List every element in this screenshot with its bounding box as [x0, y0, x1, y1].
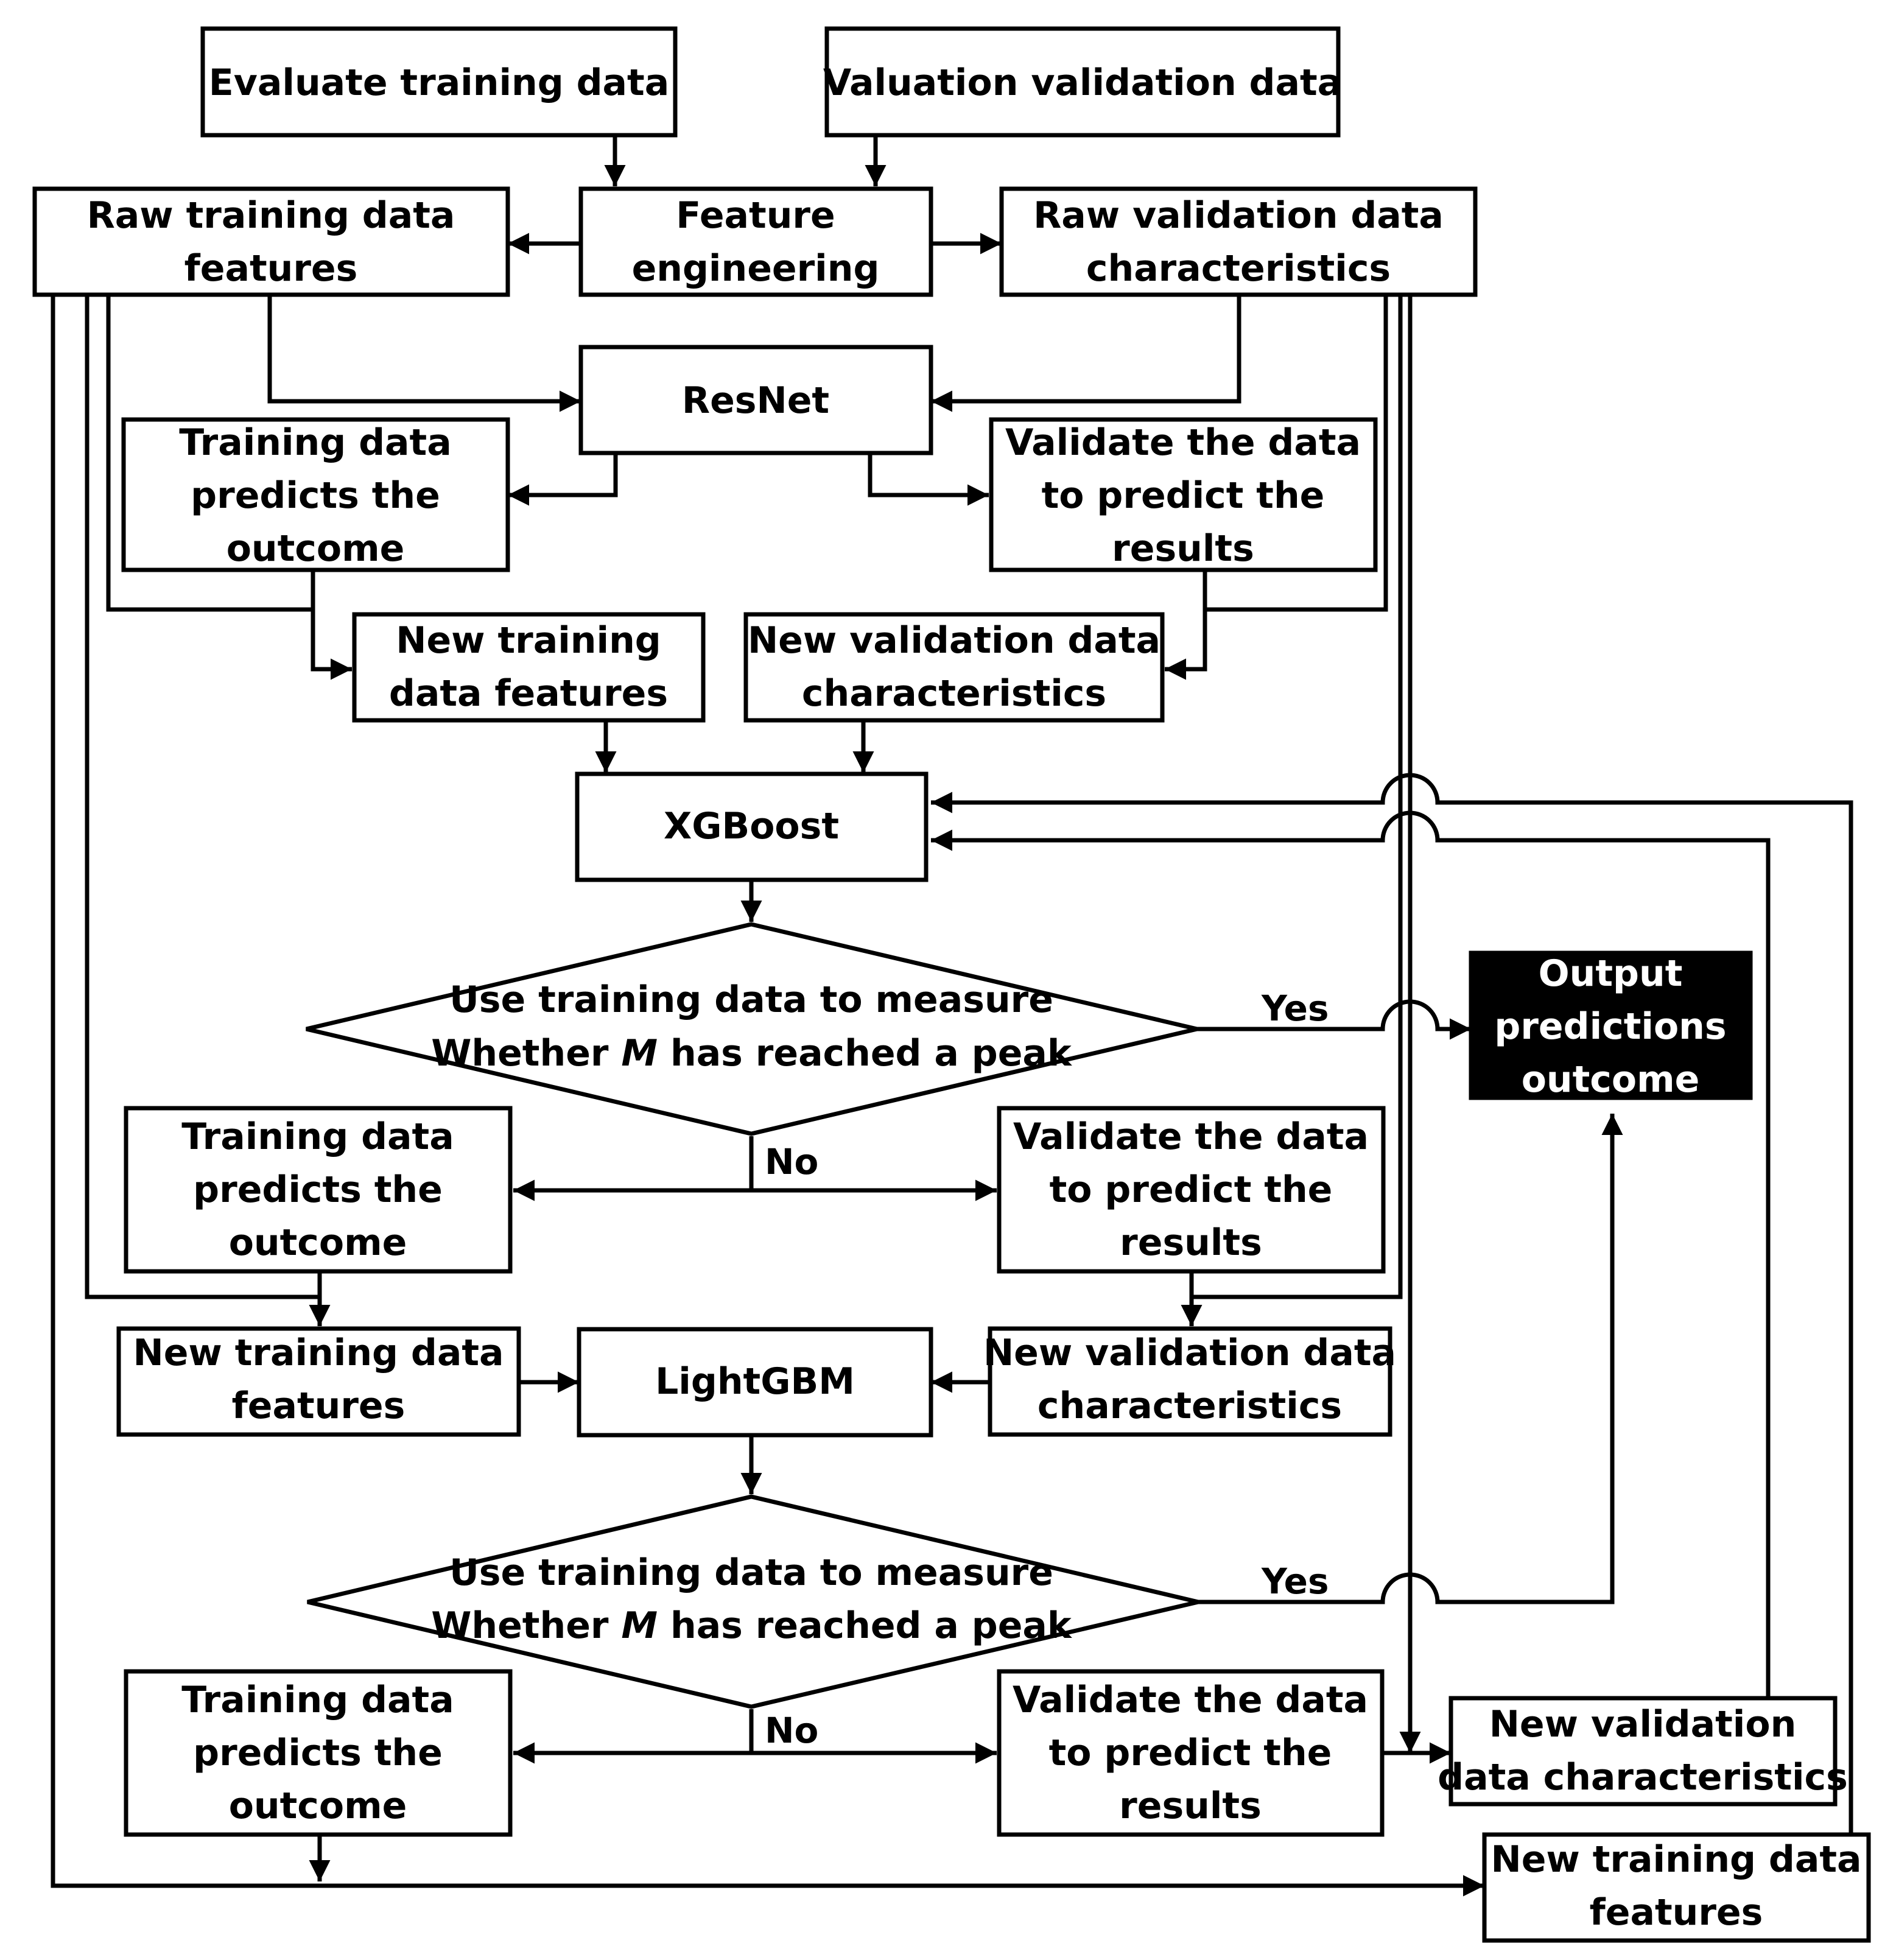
node-new-train-3-label-2: features	[1590, 1891, 1763, 1934]
edge-resnet-to-train-pred	[508, 453, 618, 506]
node-new-training-data-features-2: New training data features	[116, 1326, 521, 1437]
node-raw-training-label-1: Raw training data	[87, 194, 455, 237]
node-new-validation-data-characteristics-2: New validation data characteristics	[983, 1326, 1396, 1437]
node-training-data-predicts-outcome-1: Training data predicts the outcome	[121, 417, 510, 572]
edge-resnet-to-val-pred	[868, 453, 989, 506]
edge-label-yes-2: Yes	[1261, 1561, 1329, 1602]
node-validate-data-predict-results-2: Validate the data to predict the results	[997, 1106, 1386, 1274]
edge-raw-training-to-resnet	[267, 295, 581, 412]
node-new-train-3-label-1: New training data	[1491, 1838, 1862, 1881]
node-decision-1-label-1: Use training data to measure	[449, 978, 1053, 1021]
node-new-validation-data-characteristics-3: New validation data characteristics	[1438, 1696, 1848, 1807]
node-new-val-2-label-2: characteristics	[1038, 1385, 1342, 1427]
nodes: Evaluate training data Valuation validat…	[32, 26, 1871, 1943]
edge-val-pred-to-new-val	[1165, 570, 1207, 680]
node-training-data-predicts-outcome-3: Training data predicts the outcome	[124, 1669, 513, 1837]
node-evaluate-training-data-label-1: Evaluate training data	[209, 61, 669, 104]
node-xgboost: XGBoost	[575, 771, 929, 882]
node-val-pred-1-label-1: Validate the data	[1005, 421, 1361, 464]
node-new-validation-data-characteristics-1: New validation data characteristics	[743, 612, 1165, 723]
node-lightgbm-label-1: LightGBM	[655, 1360, 855, 1403]
edge-new-val3-to-xgboost	[931, 810, 1771, 1698]
node-train-pred-2-label-3: outcome	[229, 1221, 407, 1264]
node-output-label-3: outcome	[1522, 1058, 1700, 1101]
node-raw-training-label-2: features	[184, 247, 358, 290]
node-new-val-2-label-1: New validation data	[983, 1332, 1396, 1374]
node-train-pred-1-label-3: outcome	[226, 527, 405, 570]
node-resnet-label-1: ResNet	[682, 379, 829, 422]
node-feature-engineering-label-1: Feature	[676, 194, 835, 237]
node-train-pred-1-label-1: Training data	[179, 421, 451, 464]
node-new-val-3-label-1: New validation	[1489, 1703, 1797, 1746]
node-new-val-1-label-2: characteristics	[802, 672, 1106, 715]
node-feature-engineering-label-2: engineering	[632, 247, 880, 290]
edge-train-pred-to-new-train	[311, 570, 352, 680]
node-train-pred-3-label-3: outcome	[229, 1785, 407, 1827]
node-val-pred-2-label-3: results	[1120, 1221, 1262, 1264]
edge-raw-validation-to-new-val	[1205, 295, 1388, 612]
node-training-data-predicts-outcome-2: Training data predicts the outcome	[124, 1106, 513, 1274]
node-new-val-3-label-2: data characteristics	[1438, 1756, 1848, 1799]
edge-raw-validation-to-new-val2	[1192, 295, 1403, 1299]
node-decision-peak-2: Use training data to measure Whether M h…	[307, 1494, 1199, 1709]
node-decision-2-label-1: Use training data to measure	[449, 1551, 1053, 1594]
node-raw-validation-label-1: Raw validation data	[1033, 194, 1444, 237]
node-val-pred-2-label-1: Validate the data	[1013, 1115, 1369, 1158]
node-valuation-validation-data-label-1: Valuation validation data	[823, 61, 1342, 104]
edge-raw-training-to-new-train3	[51, 295, 1484, 1897]
node-valuation-validation-data: Valuation validation data	[823, 26, 1342, 138]
node-val-pred-3-label-3: results	[1119, 1785, 1262, 1827]
node-new-train-1-label-2: data features	[389, 672, 668, 715]
edge-decision1-yes	[1197, 999, 1471, 1040]
node-resnet: ResNet	[578, 345, 933, 455]
node-val-pred-1-label-2: to predict the	[1042, 474, 1325, 517]
node-new-training-data-features-3: New training data features	[1482, 1832, 1871, 1943]
node-val-pred-3-label-2: to predict the	[1049, 1732, 1332, 1774]
node-train-pred-3-label-1: Training data	[181, 1679, 454, 1721]
node-decision-peak-1: Use training data to measure Whether M h…	[306, 922, 1198, 1136]
node-raw-validation-label-2: characteristics	[1086, 247, 1391, 290]
edge-label-no-2: No	[765, 1710, 818, 1751]
node-val-pred-3-label-1: Validate the data	[1013, 1679, 1368, 1721]
node-evaluate-training-data: Evaluate training data	[200, 26, 678, 138]
node-output-label-2: predictions	[1494, 1005, 1726, 1048]
edge-label-no-1: No	[765, 1141, 818, 1182]
connectors	[51, 135, 1853, 1897]
node-lightgbm: LightGBM	[577, 1327, 933, 1438]
node-decision-2-label-2: Whether M has reached a peak	[431, 1604, 1073, 1647]
node-new-train-2-label-1: New training data	[133, 1332, 504, 1374]
node-val-pred-2-label-2: to predict the	[1050, 1168, 1333, 1211]
node-feature-engineering: Feature engineering	[578, 186, 933, 297]
node-raw-training-data-features: Raw training data features	[32, 186, 510, 297]
node-new-training-data-features-1: New training data features	[352, 612, 706, 723]
edge-raw-training-to-new-train2	[85, 295, 320, 1299]
node-raw-validation-data-characteristics: Raw validation data characteristics	[999, 186, 1478, 297]
edge-label-yes-1: Yes	[1261, 988, 1329, 1029]
node-train-pred-2-label-1: Training data	[181, 1115, 454, 1158]
node-new-val-1-label-1: New validation data	[748, 619, 1160, 662]
edge-new-train3-to-xgboost	[931, 773, 1853, 1835]
node-validate-data-predict-results-1: Validate the data to predict the results	[989, 417, 1378, 572]
node-train-pred-1-label-2: predicts the	[191, 474, 440, 517]
node-val-pred-1-label-3: results	[1112, 527, 1254, 570]
node-train-pred-2-label-2: predicts the	[193, 1168, 443, 1211]
edge-raw-training-to-new-train	[106, 295, 313, 612]
edge-labels: Yes No Yes No	[765, 988, 1329, 1751]
edge-raw-validation-to-resnet	[931, 295, 1241, 412]
node-decision-1-label-2: Whether M has reached a peak	[431, 1032, 1073, 1075]
node-output-label-1: Output	[1539, 952, 1683, 995]
node-output-predictions-outcome: Output predictions outcome	[1469, 950, 1753, 1101]
node-validate-data-predict-results-3: Validate the data to predict the results	[997, 1669, 1385, 1837]
node-new-train-2-label-2: features	[232, 1385, 406, 1427]
node-train-pred-3-label-2: predicts the	[193, 1732, 443, 1774]
node-xgboost-label-1: XGBoost	[664, 805, 839, 848]
node-new-train-1-label-1: New training	[396, 619, 661, 662]
